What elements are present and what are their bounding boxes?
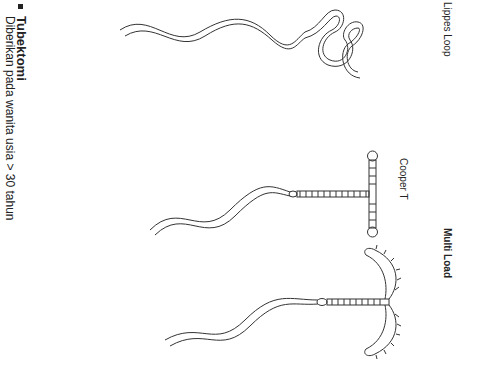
multiload — [165, 245, 401, 359]
part-name: Lippes Loop — [442, 2, 452, 57]
bullet — [18, 4, 23, 9]
part-name: Cooper T — [398, 158, 408, 200]
copper-t — [150, 151, 378, 237]
lippes-loop — [120, 10, 363, 78]
part-name: Multi Load — [442, 228, 452, 278]
body-text: Diberikan pada wanita usia > 30 tahun — [4, 16, 16, 220]
heading: Tubektomi — [15, 16, 28, 81]
